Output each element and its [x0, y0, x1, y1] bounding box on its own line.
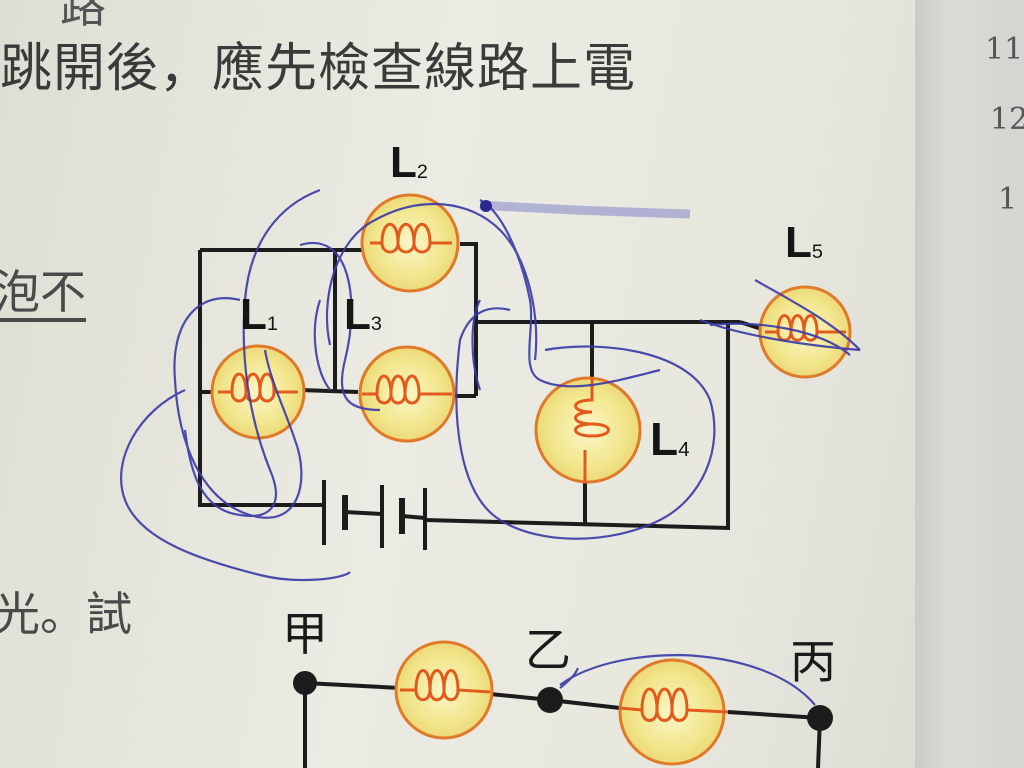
bulb-lower-right	[618, 658, 729, 766]
margin-number-11: 11	[985, 32, 1024, 67]
bulb-l4	[534, 376, 642, 484]
margin-number-1: 1	[998, 182, 1018, 217]
handwritten-pen-marks	[120, 188, 861, 706]
label-l1: L1	[240, 290, 278, 339]
node-bing-dot	[807, 705, 833, 731]
bulb-l1	[210, 344, 306, 440]
left-text-fragment-1: 泡不	[0, 265, 86, 319]
top-text-line: 跳開後，應先檢查線路上電	[0, 39, 637, 99]
wire-top-right	[460, 242, 478, 396]
margin-number-12: 12	[990, 102, 1024, 137]
bulb-l2	[360, 193, 460, 293]
battery-icon	[322, 480, 427, 550]
node-label-yi: 乙	[525, 623, 571, 677]
ink-smear	[479, 200, 691, 219]
label-l3: L3	[344, 290, 382, 339]
ink-blot	[480, 200, 492, 212]
node-jia-dot	[293, 671, 317, 695]
label-l2: L2	[390, 138, 428, 187]
circuit-wires	[198, 242, 766, 531]
left-text-fragment-2: 光。試	[0, 587, 132, 641]
facing-page-margin	[915, 0, 1024, 768]
label-l5: L5	[785, 218, 823, 267]
wire-bottom-right	[424, 322, 730, 531]
node-yi-dot	[537, 687, 563, 713]
bulb-l3	[358, 345, 456, 443]
label-l4: L4	[650, 413, 690, 465]
node-label-bing: 丙	[790, 635, 836, 689]
wire-left-outer	[198, 250, 322, 507]
top-text-partial: 路	[60, 0, 106, 33]
node-label-jia: 甲	[282, 607, 328, 661]
bulb-lower-left	[394, 640, 494, 740]
wire-l1-right	[299, 388, 359, 394]
lower-circuit-wires	[303, 681, 822, 768]
